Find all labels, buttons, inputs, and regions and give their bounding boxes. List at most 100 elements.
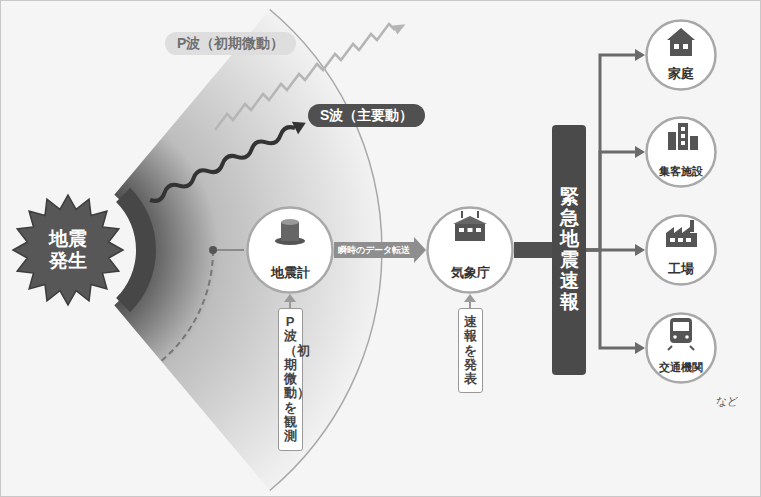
s-wave-arrowhead (292, 122, 306, 135)
callout-pointer (464, 294, 476, 308)
p-wave-label: P波（初期微動） (165, 32, 296, 55)
s-wave-label: S波（主要動） (308, 104, 425, 127)
node-text: P波（初期微動）を観測 (284, 315, 297, 444)
jma-circle: 気象庁 (426, 206, 514, 294)
data-transfer-arrow (334, 237, 426, 263)
window (459, 228, 464, 232)
facility-icon (668, 123, 698, 150)
building (690, 136, 698, 150)
window (683, 44, 688, 49)
node-text: 気象庁 (451, 265, 490, 281)
arrowhead (635, 342, 645, 354)
antenna (461, 211, 463, 218)
rail (668, 346, 672, 350)
circle-outline (246, 206, 334, 294)
factory (666, 227, 697, 247)
circle-outline (645, 312, 717, 384)
node-text: 地震 発生 (47, 228, 89, 272)
circle-ground (646, 20, 716, 90)
window (674, 44, 679, 49)
chimney (690, 220, 694, 232)
node-text: 交通機関 (659, 361, 703, 374)
p-wave-arrowhead (393, 24, 406, 34)
node-text: 速報を発表 (464, 315, 477, 386)
connector-line (586, 55, 636, 250)
seismometer-icon (275, 219, 305, 245)
announce-callout: 速報を発表 (458, 308, 483, 393)
observation-leader (213, 249, 244, 251)
connector-line (514, 242, 552, 258)
broadcast-arrow (586, 49, 645, 250)
train (670, 318, 692, 343)
house-icon (667, 28, 695, 56)
window (686, 238, 691, 242)
jma-icon (453, 211, 487, 241)
window (670, 238, 675, 242)
circle-shape (647, 118, 716, 187)
node-text: 集客施設 (659, 165, 703, 178)
node-text: 緊急地震速報 (560, 187, 579, 312)
arrowhead (635, 49, 645, 61)
circle-ground (646, 215, 716, 285)
circle-outline (645, 116, 717, 188)
seismometer-circle: 地震計 (246, 206, 334, 294)
arrowhead (635, 244, 645, 256)
transport-circle: 交通機関 (645, 312, 717, 384)
window (678, 238, 683, 242)
circle-ground (646, 313, 716, 383)
node-text: 家庭 (668, 66, 694, 82)
earthquake-star: 地震 発生 (12, 194, 124, 306)
note-text: など (716, 394, 738, 409)
observation-arc (161, 250, 213, 361)
building (668, 132, 676, 150)
light (685, 335, 689, 339)
observation-dot (209, 246, 217, 254)
edge-label: 瞬時のデータ転送 (336, 244, 412, 257)
factory-icon (666, 220, 697, 247)
connector-line (586, 250, 636, 348)
window (681, 134, 685, 138)
window (673, 322, 689, 331)
rail (690, 346, 694, 350)
arrowhead (284, 294, 296, 302)
node-text: 地震計 (271, 265, 310, 281)
building (678, 123, 688, 150)
connector-line (586, 152, 636, 250)
window (476, 228, 481, 232)
house (670, 40, 692, 56)
seismometer-top (281, 219, 299, 225)
building (455, 224, 485, 241)
window (681, 141, 685, 145)
facility-circle: 集客施設 (645, 116, 717, 188)
circle-outline (426, 206, 514, 294)
node-text: 工場 (668, 261, 694, 277)
roof (453, 216, 487, 224)
circle-ground (427, 207, 513, 293)
circle-shape (647, 314, 716, 383)
arrowhead (635, 146, 645, 158)
roof (667, 28, 695, 40)
factory-circle: 工場 (645, 214, 717, 286)
train-icon (668, 318, 694, 350)
home-circle: 家庭 (645, 19, 717, 91)
broadcast-arrow (586, 146, 645, 250)
light (673, 335, 677, 339)
antenna (477, 211, 479, 218)
node-text: P波（初期微動） (177, 35, 284, 52)
star-shape (13, 195, 123, 305)
link-bar (514, 250, 552, 251)
connector-line (334, 242, 415, 258)
eew-band: 緊急地震速報 (552, 125, 586, 375)
s-wave-wave (150, 127, 295, 201)
node-text: S波（主要動） (320, 107, 413, 124)
broadcast-arrow (586, 250, 645, 354)
arrowhead (464, 294, 476, 302)
circle-shape (647, 216, 716, 285)
circle-ground (646, 117, 716, 187)
observe-callout: P波（初期微動）を観測 (278, 308, 303, 451)
callout-pointer (284, 294, 296, 308)
circle-shape (248, 208, 333, 293)
circle-shape (428, 208, 513, 293)
